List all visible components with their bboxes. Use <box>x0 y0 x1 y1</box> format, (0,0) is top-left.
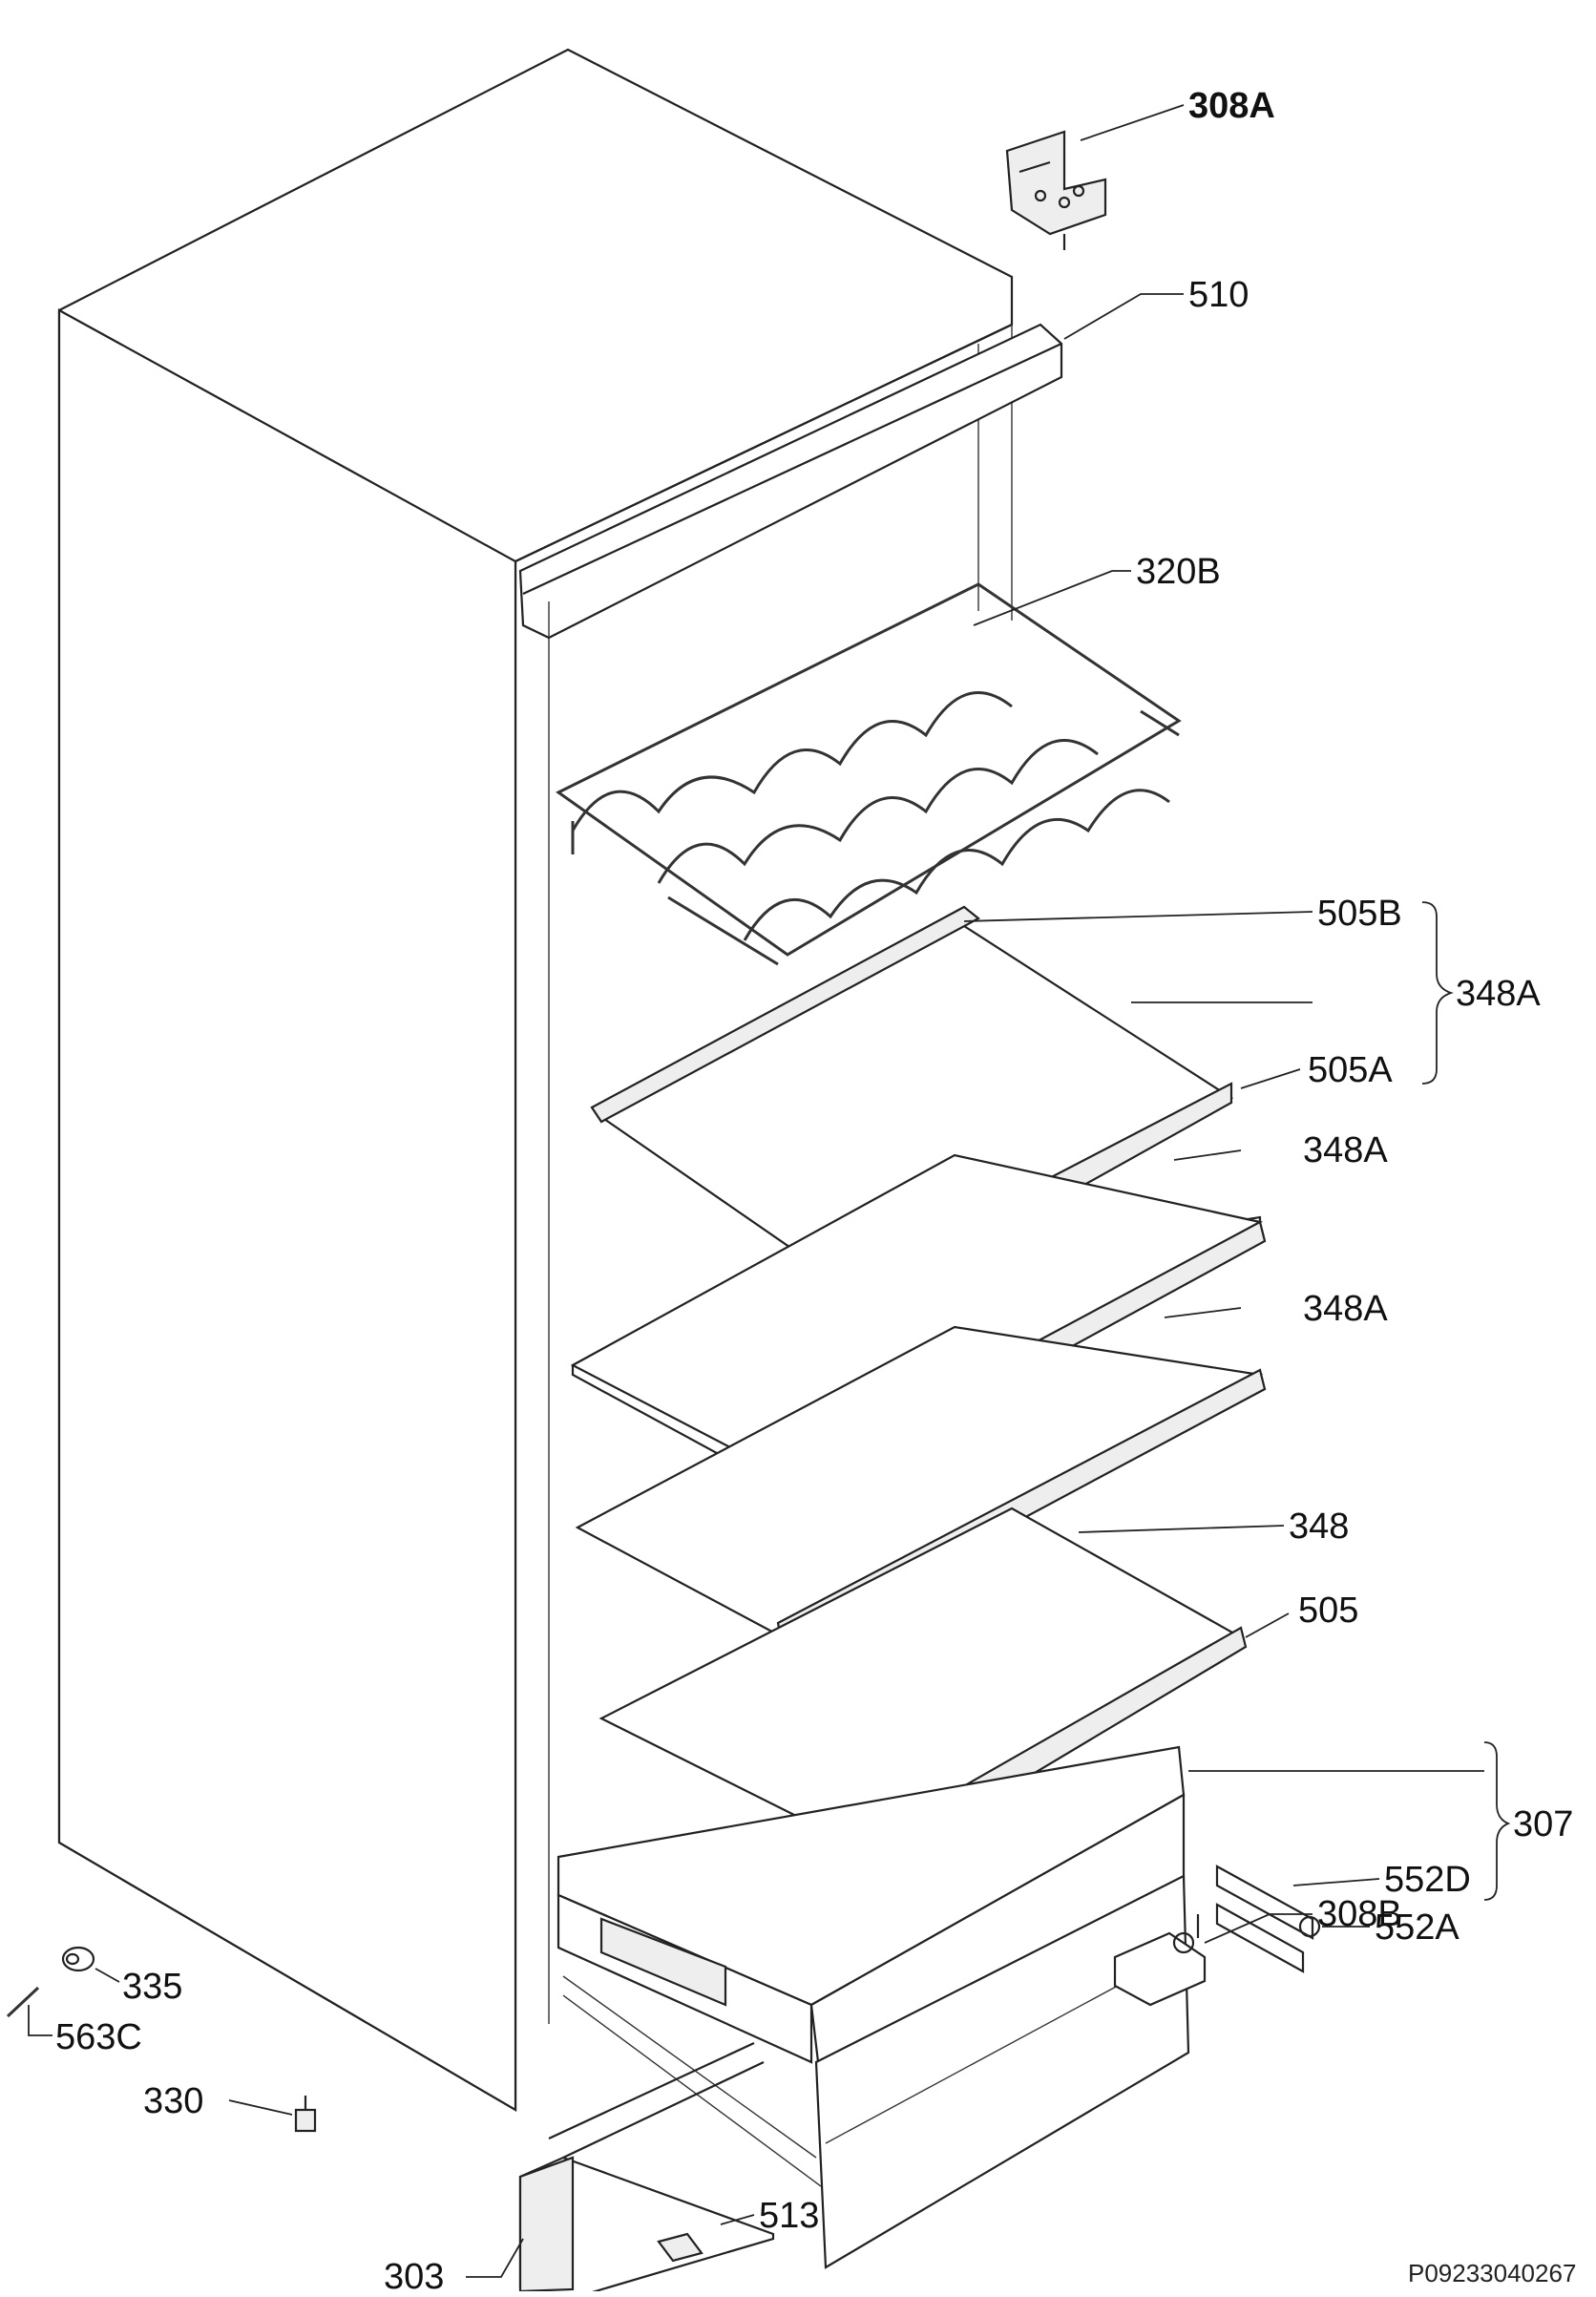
callout-563C: 563C <box>55 2017 142 2057</box>
callout-505: 505 <box>1298 1591 1359 1631</box>
callout-552A: 552A <box>1375 1907 1460 1948</box>
kick-plate-303 <box>518 2042 775 2297</box>
top-panel-510 <box>518 323 1063 640</box>
hinge-308A-part <box>1005 130 1107 250</box>
leader-lines <box>28 104 1511 2278</box>
callout-330: 330 <box>143 2081 204 2121</box>
callout-505A: 505A <box>1308 1050 1393 1090</box>
callout-303: 303 <box>384 2257 445 2297</box>
crisper-drawer-307 <box>556 1745 1190 2269</box>
callout-320B: 320B <box>1136 552 1221 592</box>
callout-348A-group: 348A <box>1456 974 1541 1014</box>
callout-308A-hinge: 308A <box>1188 86 1275 126</box>
spacer-335 <box>61 1946 95 1972</box>
hinge-308B-part <box>1113 1914 1207 2007</box>
callout-348A-middle: 348A <box>1303 1130 1388 1170</box>
callout-348: 348 <box>1289 1507 1350 1547</box>
callout-552D: 552D <box>1384 1860 1471 1900</box>
callout-335: 335 <box>122 1967 183 2007</box>
wine-rack-320B <box>556 582 1182 966</box>
clip-513 <box>657 2232 704 2263</box>
pin-563C <box>6 1986 40 2018</box>
callout-307: 307 <box>1513 1804 1574 1844</box>
diagram-reference-code: P09233040267 <box>1408 2259 1577 2287</box>
drawer-rails-552 <box>1215 1865 1321 1973</box>
callout-308B: 308B <box>1317 1894 1402 1934</box>
foot-330 <box>294 2096 317 2133</box>
callout-348A-lower: 348A <box>1303 1289 1388 1329</box>
cabinet-body <box>57 48 1014 2112</box>
callout-510: 510 <box>1188 275 1250 315</box>
callout-513: 513 <box>759 2196 820 2236</box>
callout-505B: 505B <box>1317 894 1402 934</box>
